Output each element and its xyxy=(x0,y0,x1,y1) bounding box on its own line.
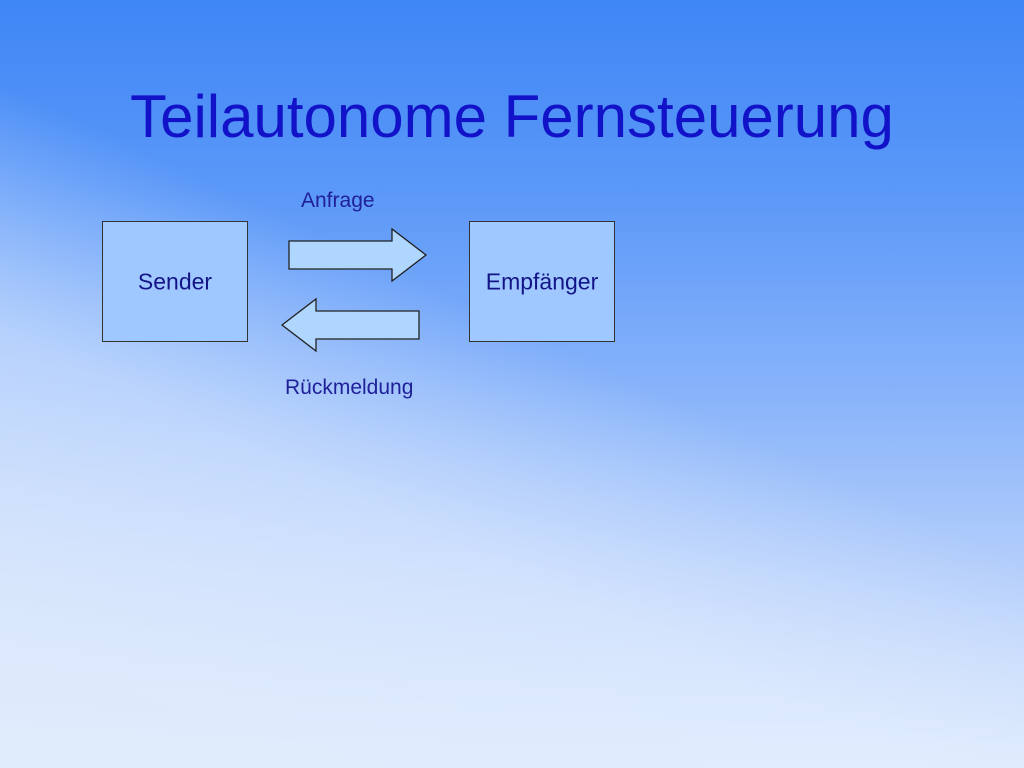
request-label: Anfrage xyxy=(301,189,375,212)
receiver-box: Empfänger xyxy=(469,221,615,342)
sender-label: Sender xyxy=(137,268,213,294)
response-label: Rückmeldung xyxy=(285,376,414,399)
request-arrow-icon xyxy=(288,227,428,283)
slide-title: Teilautonome Fernsteuerung xyxy=(130,83,894,150)
response-arrow-icon xyxy=(280,297,420,353)
sender-box: Sender xyxy=(102,221,248,342)
receiver-label: Empfänger xyxy=(485,268,599,294)
